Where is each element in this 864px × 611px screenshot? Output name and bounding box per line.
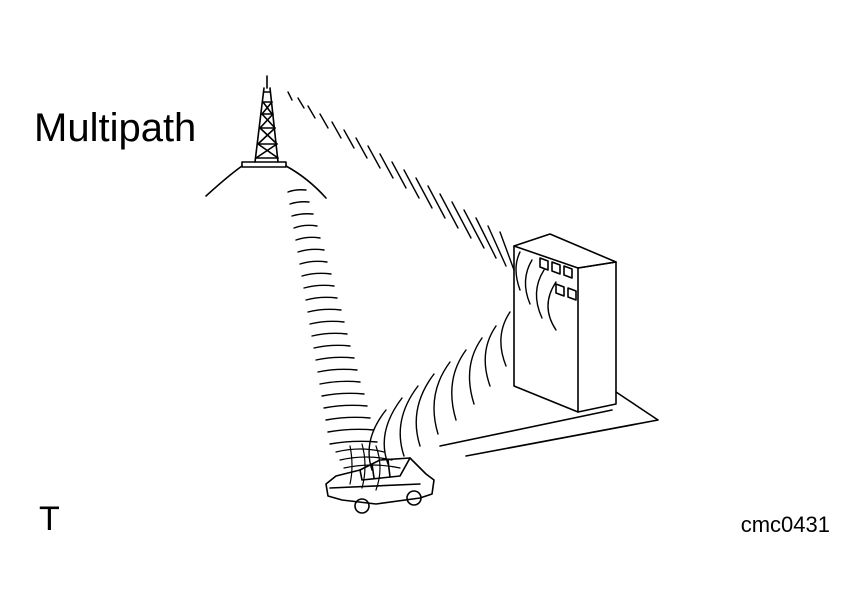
tower-bracing <box>255 101 279 159</box>
transmission-tower <box>205 75 327 199</box>
tower-hill-right <box>285 165 327 199</box>
building-ground-lines <box>439 391 659 457</box>
reflected-signal-waves <box>368 251 557 471</box>
car-rear-wheel <box>406 490 422 506</box>
figure-code: cmc0431 <box>740 512 830 537</box>
car-interference-waves <box>335 443 401 491</box>
car-cabin <box>359 457 411 481</box>
building-side-face <box>577 261 617 413</box>
tower-legs <box>254 87 279 163</box>
car-side-line <box>329 483 421 489</box>
building-windows-top <box>539 257 573 279</box>
car <box>325 457 435 514</box>
tower-hill-left <box>205 165 243 197</box>
car-front-wheel <box>354 498 370 514</box>
car-windows <box>371 459 391 479</box>
tower-to-building-waves <box>287 91 515 271</box>
tower-base <box>241 161 287 168</box>
tower-rungs <box>255 91 279 159</box>
building <box>439 233 659 457</box>
corner-mark: T <box>39 500 60 538</box>
direct-signal-waves <box>287 189 378 445</box>
diagram-title: Multipath <box>34 106 197 150</box>
building-windows-mid <box>555 283 577 301</box>
building-front-face <box>513 245 579 413</box>
